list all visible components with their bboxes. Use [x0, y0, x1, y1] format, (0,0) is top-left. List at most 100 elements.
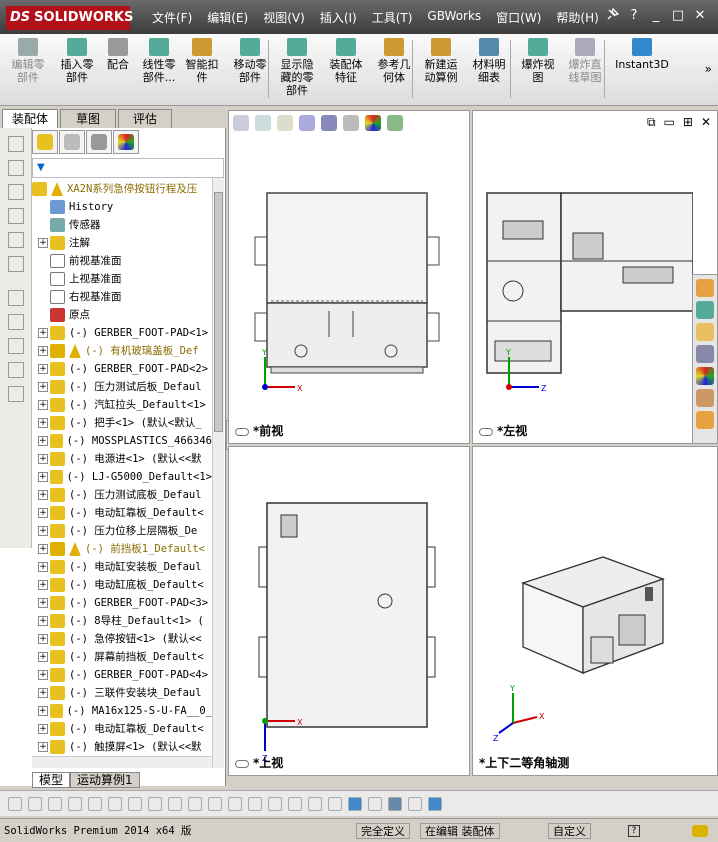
restore-icon[interactable]: ⧉ [646, 115, 656, 129]
repair-icon[interactable] [288, 796, 302, 811]
box-icon[interactable] [408, 796, 422, 811]
tree-item[interactable]: +(-) 电动缸靠板_Default< [32, 720, 212, 738]
viewport-top[interactable]: X Z *上视 [228, 446, 470, 776]
scene-icon[interactable] [387, 115, 403, 131]
tree-item[interactable]: +(-) MA16x125-S-U-FA__0_ [32, 702, 212, 720]
tree-item[interactable]: +(-) 触摸屏<1> (默认<<默 [32, 738, 212, 756]
tree-item[interactable]: +注解 [32, 234, 212, 252]
tree-item[interactable]: +(-) 三联件安装块_Defaul [32, 684, 212, 702]
expand-icon[interactable]: + [38, 490, 48, 500]
zoom-area-icon[interactable] [255, 115, 271, 131]
offset-icon[interactable] [148, 796, 162, 811]
tab-model[interactable]: 模型 [32, 772, 71, 788]
cube-view-icon[interactable] [8, 136, 24, 152]
grid-icon[interactable] [328, 796, 342, 811]
arc-icon[interactable] [128, 796, 142, 811]
expand-icon[interactable]: + [38, 544, 48, 554]
scroll-thumb[interactable] [214, 192, 223, 432]
expand-icon[interactable]: + [38, 742, 48, 752]
units-status[interactable]: 自定义 [548, 823, 591, 839]
tree-item[interactable]: +(-) GERBER_FOOT-PAD<4> [32, 666, 212, 684]
cmd-button[interactable]: 参考几 何体 [374, 38, 414, 84]
cmd-button[interactable]: 配合 [102, 38, 134, 71]
custom-properties-icon[interactable] [696, 389, 714, 407]
cmd-button[interactable]: 装配体 特征 [326, 38, 366, 84]
sketch-icon[interactable] [8, 362, 24, 378]
tree-item[interactable]: 上视基准面 [32, 270, 212, 288]
line-icon[interactable] [28, 796, 42, 811]
tree-item[interactable]: +(-) 前挡板1_Default< [32, 540, 212, 558]
home-icon[interactable] [696, 279, 714, 297]
sketch-icon[interactable] [8, 314, 24, 330]
tree-item[interactable]: +(-) 汽缸拉头_Default<1> [32, 396, 212, 414]
tree-item[interactable]: +(-) 压力测试底板_Defaul [32, 486, 212, 504]
expand-icon[interactable]: + [38, 616, 48, 626]
tree-item[interactable]: +(-) 电源进<1> (默认<<默 [32, 450, 212, 468]
tree-item[interactable]: +(-) 屏幕前挡板_Default< [32, 648, 212, 666]
expand-icon[interactable]: + [38, 472, 48, 482]
circle-icon[interactable] [48, 796, 62, 811]
tab-evaluate[interactable]: 评估 [118, 109, 172, 128]
tree-item[interactable]: History [32, 198, 212, 216]
section-view-icon[interactable] [299, 115, 315, 131]
expand-icon[interactable]: + [38, 346, 48, 356]
display-style-icon[interactable] [343, 115, 359, 131]
tree-item[interactable]: +(-) 压力测试后板_Defaul [32, 378, 212, 396]
tree-item[interactable]: +(-) GERBER_FOOT-PAD<1> [32, 324, 212, 342]
cmd-button[interactable]: 智能扣 件 [182, 38, 222, 84]
polygon-icon[interactable] [68, 796, 82, 811]
cmd-button[interactable]: 插入零 部件 [58, 38, 96, 84]
tree-item[interactable]: +(-) MOSSPLASTICS_466346 [32, 432, 212, 450]
minimize-button[interactable]: _ [652, 8, 660, 23]
trim-icon[interactable] [88, 796, 102, 811]
cmd-button[interactable]: Instant3D [614, 38, 670, 71]
expand-icon[interactable]: + [38, 454, 48, 464]
cmd-button[interactable]: 移动零 部件 [228, 38, 272, 84]
expand-icon[interactable]: + [38, 436, 48, 446]
cube-icon[interactable] [348, 796, 362, 811]
view-orientation-icon[interactable] [321, 115, 337, 131]
appearances-icon[interactable] [696, 367, 714, 385]
cmd-button[interactable]: 线性零 部件... [138, 38, 180, 84]
cube-view-icon[interactable] [8, 208, 24, 224]
menu-help[interactable]: 帮助(H) [556, 11, 599, 25]
tab-sketch[interactable]: 草图 [60, 109, 116, 128]
pin-icon[interactable] [604, 7, 620, 24]
close-button[interactable]: ✕ [694, 8, 706, 23]
close-icon[interactable]: ✕ [700, 115, 711, 129]
cube-view-icon[interactable] [8, 184, 24, 200]
eye-icon[interactable] [235, 427, 249, 436]
tree-item[interactable]: +(-) 把手<1> (默认<默认_ [32, 414, 212, 432]
eye-icon[interactable] [479, 427, 493, 436]
tree-item[interactable]: 传感器 [32, 216, 212, 234]
expand-icon[interactable]: + [38, 382, 48, 392]
expand-icon[interactable]: + [38, 688, 48, 698]
tab-assembly[interactable]: 装配体 [2, 109, 58, 128]
rebuild-icon[interactable] [692, 825, 708, 837]
filter-icon[interactable]: ▼ [37, 162, 45, 173]
menu-insert[interactable]: 插入(I) [319, 11, 357, 25]
tree-root[interactable]: XA2N系列急停按钮行程及压 [32, 180, 212, 198]
tree-item[interactable]: +(-) 8导柱_Default<1> ( [32, 612, 212, 630]
expand-icon[interactable]: + [38, 562, 48, 572]
sketch-icon[interactable] [8, 386, 24, 402]
more-commands-button[interactable]: » [704, 62, 712, 76]
help-icon[interactable]: ? [628, 825, 640, 837]
tree-horizontal-scrollbar[interactable] [32, 756, 212, 768]
view-cube-icon[interactable] [428, 796, 442, 811]
cube-view-icon[interactable] [8, 232, 24, 248]
view-palette-icon[interactable] [696, 345, 714, 363]
viewport-front[interactable]: X Y *前视 [228, 110, 470, 444]
tree-item[interactable]: +(-) 有机玻璃盖板_Def [32, 342, 212, 360]
design-library-icon[interactable] [696, 301, 714, 319]
chamfer-icon[interactable] [188, 796, 202, 811]
previous-view-icon[interactable] [277, 115, 293, 131]
tree-item[interactable]: +(-) LJ-G5000_Default<1> [32, 468, 212, 486]
tab-property-manager[interactable] [59, 130, 85, 154]
tab-feature-tree[interactable] [32, 130, 58, 154]
expand-icon[interactable]: + [38, 418, 48, 428]
sketch-icon[interactable] [8, 290, 24, 306]
expand-icon[interactable]: + [38, 634, 48, 644]
tree-item[interactable]: +(-) GERBER_FOOT-PAD<2> [32, 360, 212, 378]
point-icon[interactable] [8, 796, 22, 811]
